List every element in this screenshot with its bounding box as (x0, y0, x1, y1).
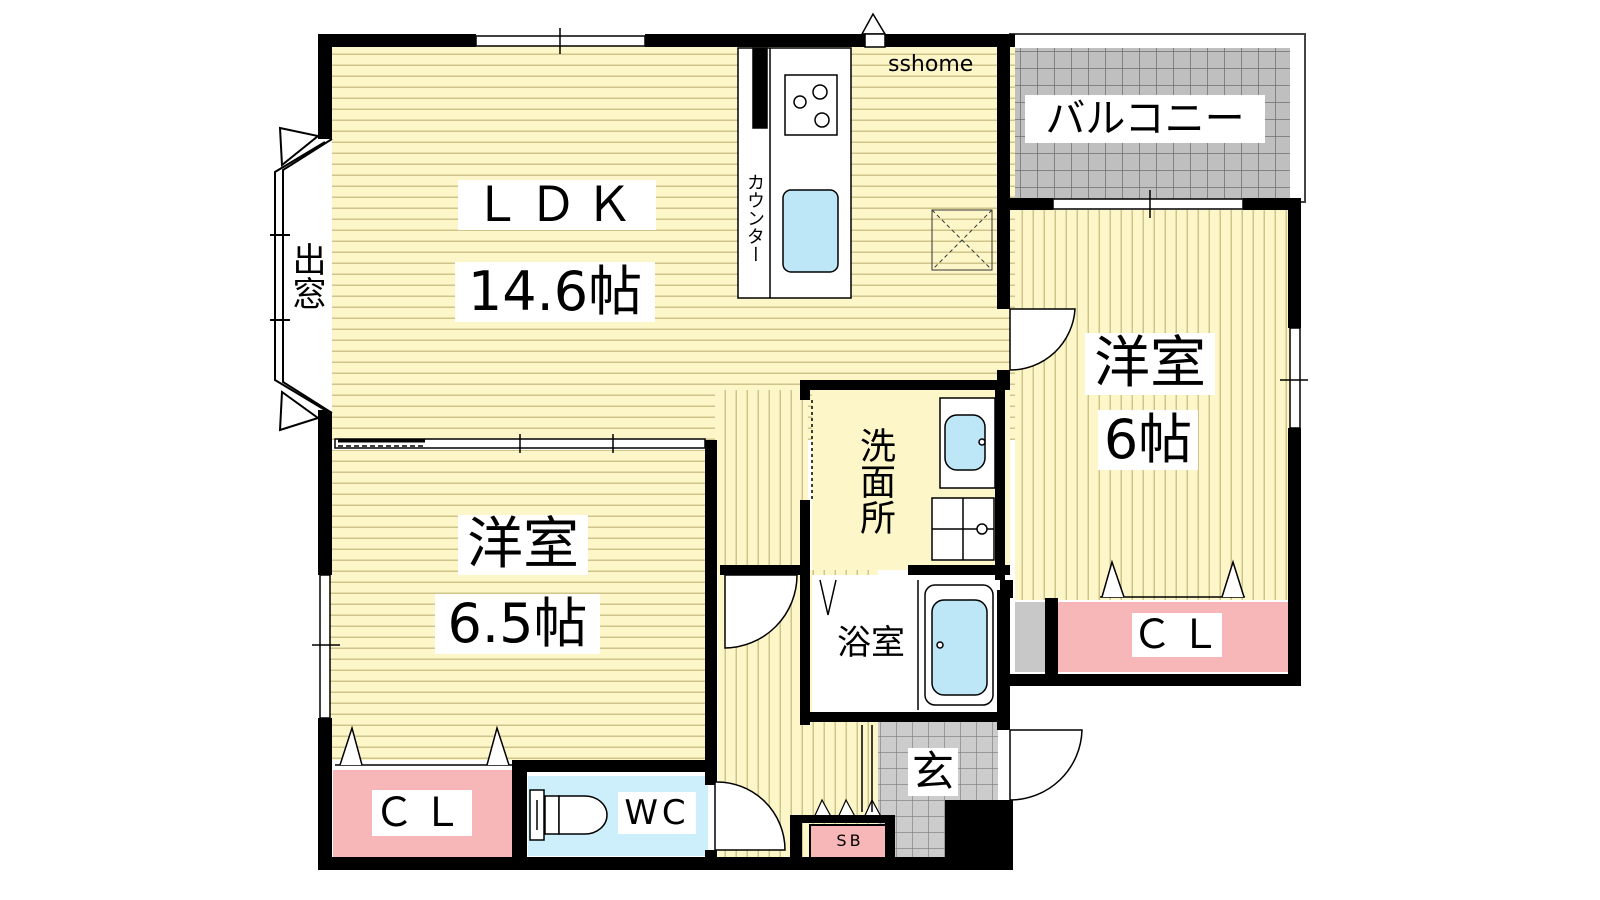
sliding-door (334, 434, 706, 453)
entrance-name: 玄 (908, 748, 958, 796)
closet-left-name: ＣＬ (372, 790, 472, 836)
closet-right-side (1015, 602, 1045, 672)
washroom-fixtures (931, 397, 996, 561)
bathroom-name: 浴室 (834, 623, 908, 663)
counter-label: カウンター (744, 173, 765, 263)
bay-window (270, 126, 333, 432)
balcony-window (1052, 190, 1244, 218)
walls (318, 34, 1301, 870)
inner-walls (512, 380, 1013, 870)
washroom-name: 洗面所 (854, 427, 895, 535)
door-swings (714, 308, 1083, 851)
closet-right-doors (1100, 559, 1245, 598)
western-left-size: 6.5帖 (435, 594, 600, 654)
western-left-name: 洋室 (458, 515, 588, 575)
western-right-name: 洋室 (1085, 333, 1215, 395)
wc-name: WC (618, 792, 696, 834)
balcony-name: バルコニー (1025, 95, 1265, 143)
right-window (1280, 327, 1308, 429)
ldk-size: 14.6帖 (455, 262, 655, 322)
watermark: sshome (888, 52, 974, 77)
shoe-box-name: SB (836, 831, 864, 850)
left-window (312, 574, 340, 719)
closet-right-name: ＣＬ (1132, 612, 1228, 658)
ldk-corridor-floor (715, 390, 808, 570)
western-right-size: 6帖 (1098, 410, 1198, 470)
ldk-name: ＬＤＫ (458, 180, 656, 230)
toilet (529, 789, 608, 841)
bay-window-label: 出窓 (286, 242, 326, 310)
bathtub (924, 584, 994, 706)
kitchen-counter (737, 47, 852, 299)
vent (860, 12, 887, 48)
closet-left-doors (335, 725, 512, 766)
ldk-floor (330, 45, 1015, 440)
western-right-floor (1015, 210, 1293, 600)
top-window (475, 28, 646, 54)
fridge-space (931, 209, 993, 271)
